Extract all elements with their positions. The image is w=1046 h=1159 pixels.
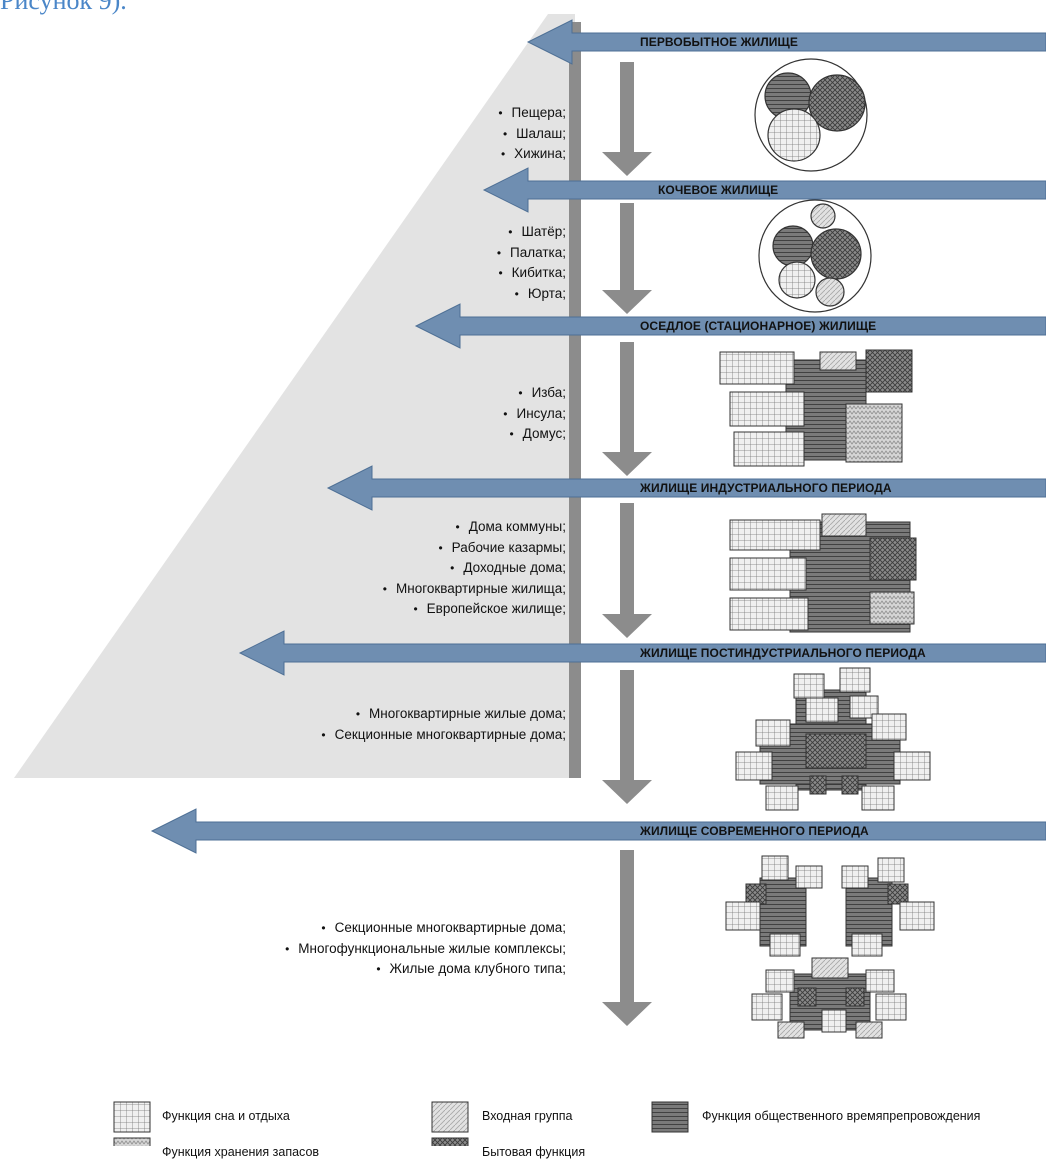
stage-item: Хижина;	[498, 144, 566, 165]
stage-item: Пещера;	[498, 103, 566, 124]
legend-swatch-zigzag	[113, 1137, 151, 1146]
stage-items-industrial: Дома коммуны; Рабочие казармы; Доходные …	[383, 517, 566, 620]
stage-item: Рабочие казармы;	[383, 538, 566, 559]
stage-item: Секционные многоквартирные дома;	[285, 918, 566, 939]
schema-postindustrial	[735, 667, 931, 811]
down-arrow	[602, 342, 652, 476]
down-arrows	[602, 62, 652, 1026]
stage-arrow	[482, 167, 1046, 213]
stage-items-modern: Секционные многоквартирные дома; Многофу…	[285, 918, 566, 980]
stage-item: Изба;	[503, 383, 566, 404]
legend-label-social: Функция общественного времяпрепровождени…	[702, 1109, 981, 1123]
stage-label-settled: ОСЕДЛОЕ (СТАЦИОНАРНОЕ) ЖИЛИЩЕ	[640, 319, 877, 333]
stage-item: Инсула;	[503, 404, 567, 425]
stage-item: Шатёр;	[497, 222, 566, 243]
stage-label-nomadic: КОЧЕВОЕ ЖИЛИЩЕ	[658, 183, 779, 197]
stage-items-nomadic: Шатёр; Палатка; Кибитка; Юрта;	[497, 222, 566, 304]
down-arrow	[602, 203, 652, 314]
stage-item: Шалаш;	[498, 124, 566, 145]
down-arrow	[602, 503, 652, 638]
stage-arrows	[150, 19, 1046, 854]
schema-nomadic	[758, 199, 872, 313]
schema-industrial	[729, 513, 917, 633]
down-arrow	[602, 850, 652, 1026]
schema-modern	[725, 855, 935, 1039]
stage-label-primitive: ПЕРВОБЫТНОЕ ЖИЛИЩЕ	[640, 35, 798, 49]
legend-label-household: Бытовая функция	[482, 1145, 586, 1159]
legend-label-storage: Функция хранения запасов	[162, 1145, 320, 1159]
stage-item: Многоквартирные жилые дома;	[321, 704, 566, 725]
down-arrow	[602, 670, 652, 804]
stage-item: Многоквартирные жилища;	[383, 579, 566, 600]
stage-label-industrial: ЖИЛИЩЕ ИНДУСТРИАЛЬНОГО ПЕРИОДА	[640, 481, 892, 495]
stage-item: Многофункциональные жилые комплексы;	[285, 939, 566, 960]
stage-item: Жилые дома клубного типа;	[285, 959, 566, 980]
stage-item: Секционные многоквартирные дома;	[321, 725, 566, 746]
legend-label-sleep: Функция сна и отдыха	[162, 1109, 290, 1123]
timeline-trunk	[569, 22, 581, 778]
stage-arrow	[326, 465, 1046, 511]
stage-label-postindustrial: ЖИЛИЩЕ ПОСТИНДУСТРИАЛЬНОГО ПЕРИОДА	[640, 646, 926, 660]
down-arrow	[602, 62, 652, 176]
stage-item: Дома коммуны;	[383, 517, 566, 538]
stage-item: Европейское жилище;	[383, 599, 566, 620]
stage-item: Кибитка;	[497, 263, 566, 284]
legend-swatch-grid	[113, 1101, 151, 1133]
figure-caption-fragment: Рисунок 9).	[0, 0, 127, 15]
stage-arrow	[526, 19, 1046, 65]
legend-label-entrance: Входная группа	[482, 1109, 573, 1123]
stage-item: Доходные дома;	[383, 558, 566, 579]
stage-arrow	[414, 303, 1046, 349]
timeline-triangle	[14, 14, 575, 778]
legend-swatch-horizontal	[651, 1101, 689, 1133]
legend-swatch-crosshatch	[431, 1137, 469, 1146]
stage-items-primitive: Пещера; Шалаш; Хижина;	[498, 103, 566, 165]
stage-arrow	[150, 808, 1046, 854]
stage-label-modern: ЖИЛИЩЕ СОВРЕМЕННОГО ПЕРИОДА	[640, 824, 869, 838]
stage-item: Палатка;	[497, 243, 566, 264]
schema-primitive	[754, 58, 868, 172]
stage-items-settled: Изба; Инсула; Домус;	[503, 383, 567, 445]
stage-item: Домус;	[503, 424, 566, 445]
legend-swatches	[113, 1101, 689, 1146]
stage-items-postindustrial: Многоквартирные жилые дома; Секционные м…	[321, 704, 566, 745]
legend-swatch-diagonal	[431, 1101, 469, 1133]
stage-arrow	[238, 630, 1046, 676]
stage-item: Юрта;	[497, 284, 566, 305]
schema-settled	[719, 349, 913, 467]
